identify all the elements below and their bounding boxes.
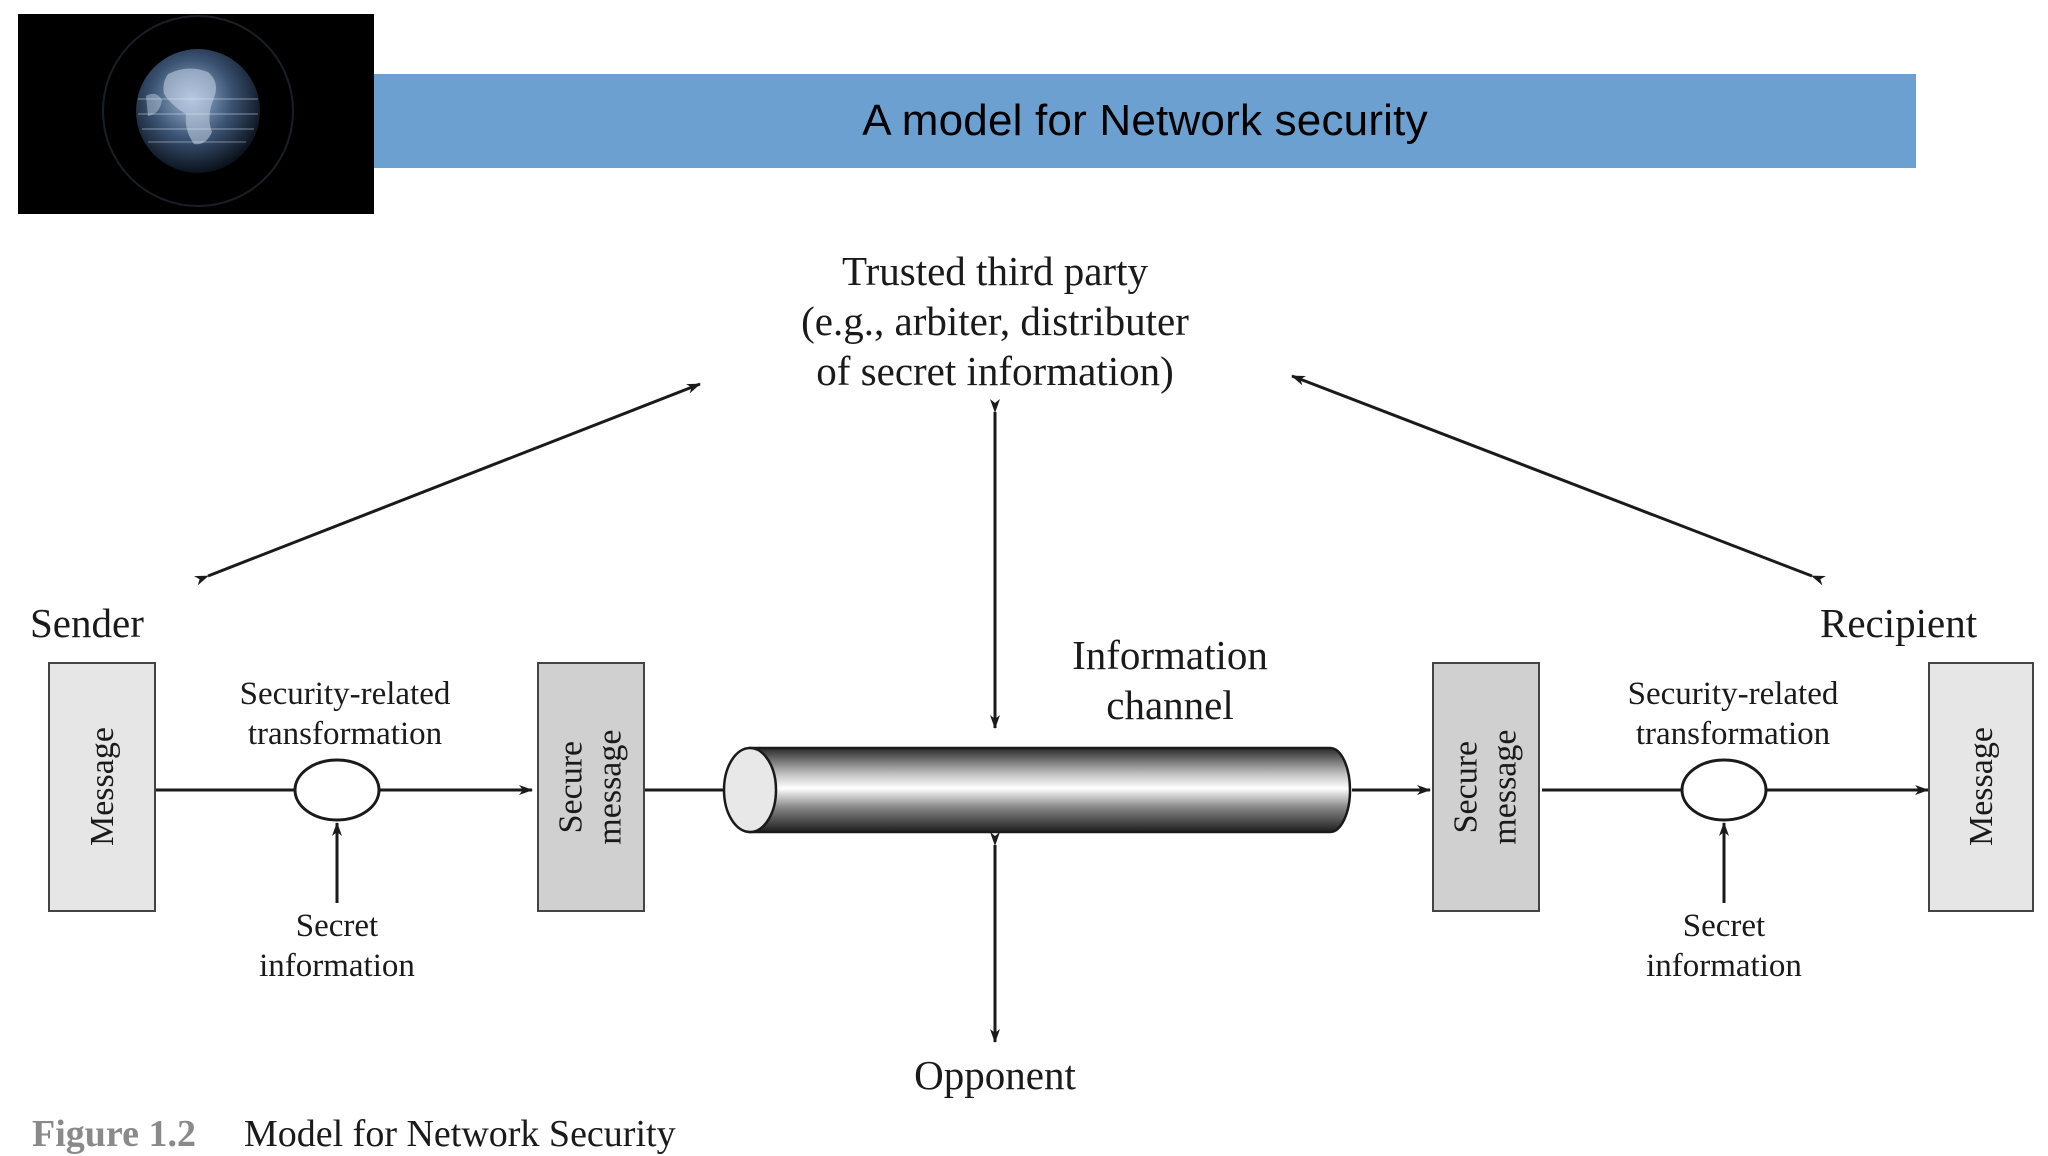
- trusted-line-2: (e.g., arbiter, distributer: [801, 298, 1189, 345]
- recipient-secure-line-2: message: [1487, 729, 1524, 845]
- recipient-secret-label: Secret information: [1604, 906, 1844, 987]
- sender-secure-line-1: Secure: [552, 740, 590, 834]
- recipient-secure-message-box: Secure message: [1432, 662, 1540, 912]
- sender-secret-line-2: information: [259, 948, 415, 985]
- sender-transformation-line-2: transformation: [247, 716, 443, 753]
- sender-trusted-arrow: [194, 382, 701, 586]
- recipient-secret-line-1: Secret: [1682, 908, 1766, 944]
- sender-secret-label: Secret information: [217, 906, 457, 987]
- recipient-label: Recipient: [1820, 600, 1978, 646]
- recipient-trusted-arrow: [1291, 374, 1826, 586]
- page-title: A model for Network security: [862, 96, 1428, 145]
- globe-icon: [102, 15, 294, 207]
- information-channel-label: Information channel: [1040, 630, 1300, 730]
- recipient-transform-node: [1680, 758, 1768, 822]
- opponent-label: Opponent: [914, 1052, 1076, 1098]
- sender-secret-line-1: Secret: [295, 908, 379, 944]
- globe-logo: [18, 14, 374, 214]
- recipient-message-box: Message: [1928, 662, 2034, 912]
- recipient-secure-line-1: Secure: [1447, 740, 1485, 834]
- recipient-transformation-line-1: Security-related: [1627, 676, 1839, 712]
- recipient-transformation-label: Security-related transformation: [1588, 674, 1878, 755]
- recipient-secret-line-2: information: [1646, 948, 1802, 985]
- pipe-opening: [722, 746, 778, 834]
- recipient-message-text: Message: [1962, 727, 2000, 847]
- channel-line-2: channel: [1106, 682, 1234, 729]
- sender-secure-message-box: Secure message: [537, 662, 645, 912]
- information-channel-pipe: [748, 746, 1352, 834]
- trusted-line-3: of secret information): [816, 348, 1174, 395]
- trusted-line-1: Trusted third party: [842, 248, 1148, 294]
- sender-transform-node: [293, 758, 381, 822]
- channel-line-1: Information: [1072, 632, 1268, 678]
- figure-caption-text: Model for Network Security: [243, 1113, 676, 1155]
- sender-secure-line-2: message: [592, 729, 629, 845]
- sender-message-box: Message: [48, 662, 156, 912]
- recipient-transformation-line-2: transformation: [1635, 716, 1831, 753]
- figure-caption: Figure 1.2 Model for Network Security: [32, 1112, 676, 1156]
- sender-label: Sender: [30, 600, 144, 646]
- sender-transformation-label: Security-related transformation: [205, 674, 485, 755]
- sender-message-text: Message: [83, 727, 121, 847]
- figure-number: Figure 1.2: [32, 1113, 196, 1155]
- title-bar: A model for Network security: [374, 74, 1916, 168]
- trusted-third-party-label: Trusted third party (e.g., arbiter, dist…: [690, 246, 1300, 396]
- sender-transformation-line-1: Security-related: [239, 676, 451, 712]
